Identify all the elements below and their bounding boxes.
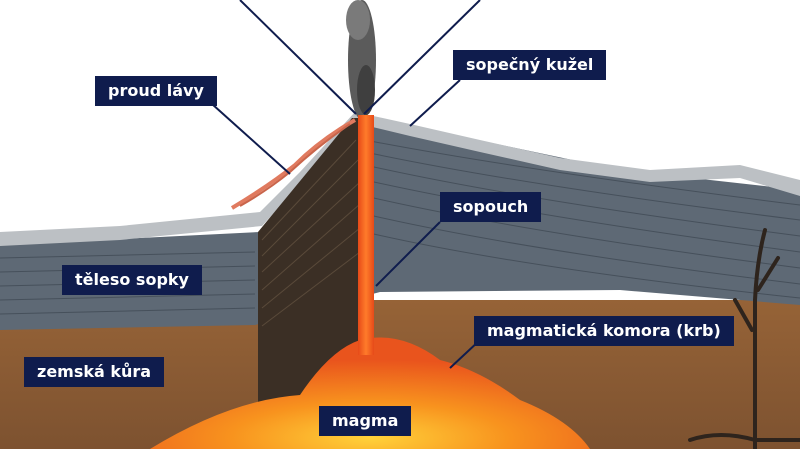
leader-lines (211, 0, 481, 369)
volcano-body-layer (0, 118, 800, 330)
label-magma: magma (319, 406, 412, 436)
label-volcano-body: těleso sopky (62, 265, 202, 295)
lava-flow (230, 118, 356, 210)
magma-chamber (150, 337, 590, 449)
cone-surface (0, 112, 800, 246)
label-conduit: sopouch (440, 192, 542, 222)
label-cone: sopečný kužel (453, 50, 607, 80)
label-lava-flow: proud lávy (95, 76, 217, 106)
label-chamber: magmatická komora (krb) (474, 316, 734, 346)
label-crust: zemská kůra (24, 357, 165, 387)
dead-tree (688, 228, 800, 449)
smoke-plume (346, 0, 376, 120)
conduit (358, 115, 374, 355)
cut-face-strata (261, 139, 361, 327)
